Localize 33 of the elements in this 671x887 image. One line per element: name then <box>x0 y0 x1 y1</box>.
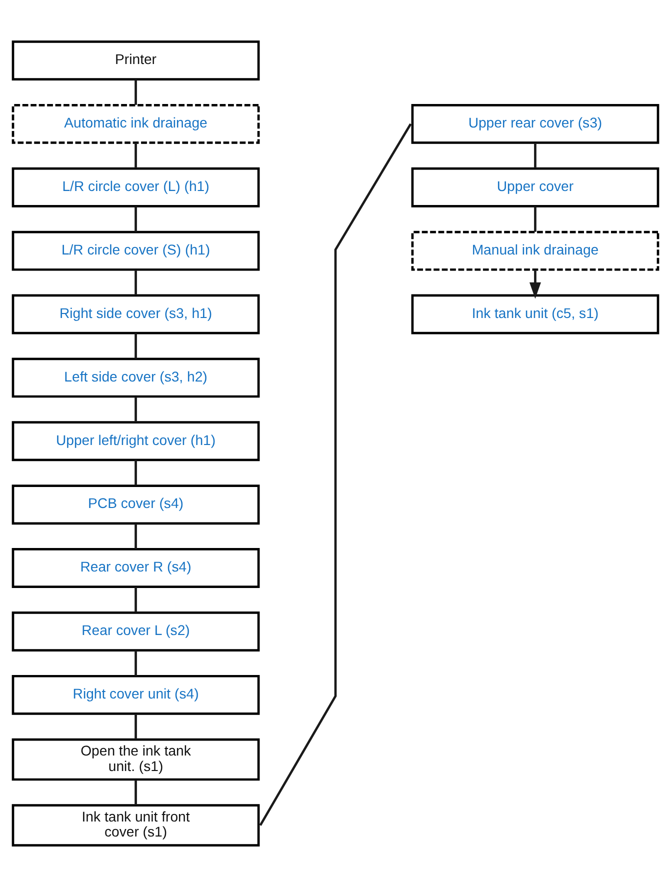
node-box: Rear cover R (s4) <box>12 548 260 588</box>
connector <box>134 586 137 612</box>
node-box: Ink tank unit (c5, s1) <box>411 294 660 334</box>
node-box: Upper rear cover (s3) <box>411 104 660 144</box>
connector <box>134 142 137 168</box>
node-box: PCB cover (s4) <box>12 484 260 525</box>
connector <box>134 79 137 105</box>
node-box: Upper cover <box>411 167 660 208</box>
node-box: Manual ink drainage <box>411 230 660 271</box>
node-box: Ink tank unit front cover (s1) <box>12 804 260 846</box>
connector <box>134 333 137 359</box>
node-box: Left side cover (s3, h2) <box>12 358 260 398</box>
connector <box>134 650 137 676</box>
node-box: Upper left/right cover (h1) <box>12 421 260 462</box>
node-box: Right side cover (s3, h1) <box>12 294 260 334</box>
node-box: Open the ink tank unit. (s1) <box>12 738 260 781</box>
connector <box>259 123 412 826</box>
connector <box>534 206 536 232</box>
node-box: Right cover unit (s4) <box>12 674 260 715</box>
connector <box>134 714 137 740</box>
connector <box>134 270 137 296</box>
arrow <box>529 270 541 299</box>
connector <box>534 142 536 168</box>
connector <box>134 780 137 806</box>
connector <box>134 206 137 232</box>
node-box: L/R circle cover (S) (h1) <box>12 230 260 271</box>
connector <box>134 396 137 422</box>
connector <box>134 523 137 550</box>
node-box: Automatic ink drainage <box>12 104 260 144</box>
connector <box>134 460 137 486</box>
node-box: Rear cover L (s2) <box>12 612 260 652</box>
node-box: L/R circle cover (L) (h1) <box>12 167 260 208</box>
node-box: Printer <box>12 40 260 80</box>
